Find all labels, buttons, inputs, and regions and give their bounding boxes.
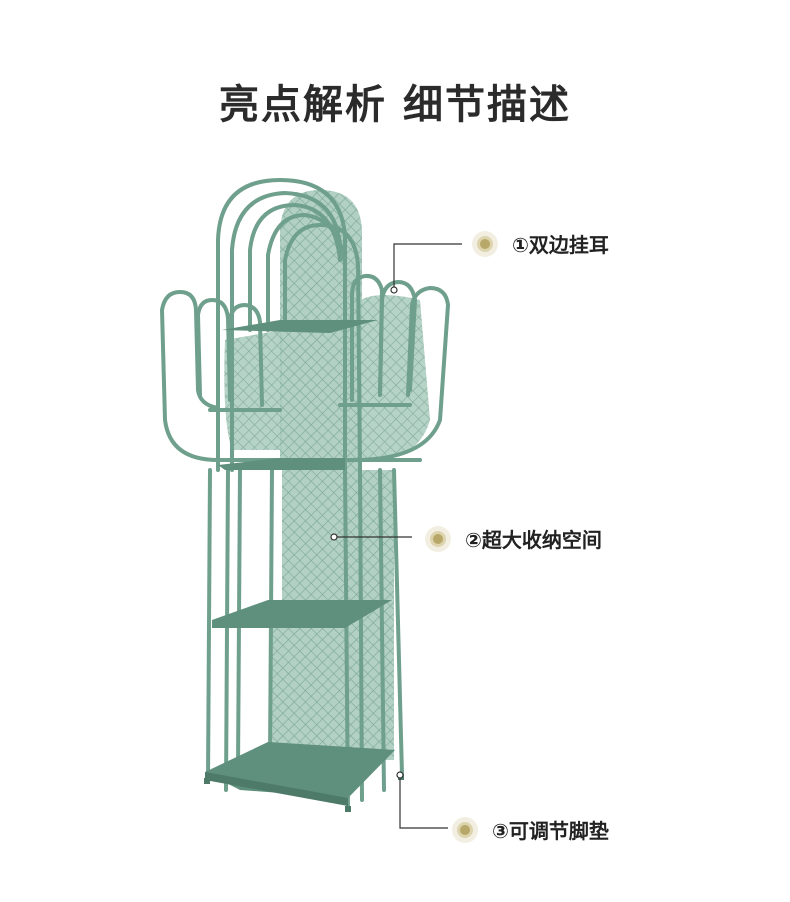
bullet-dot-icon: [452, 816, 478, 843]
top-shelf: [222, 320, 378, 333]
page-title: 亮点解析 细节描述: [219, 82, 571, 128]
back-mesh-panel: [282, 470, 394, 610]
arch-frame: [216, 177, 347, 472]
callout-point: [390, 286, 398, 294]
bullet-dot-icon: [472, 230, 498, 257]
arch-frame: [283, 222, 362, 472]
feature-item: ③可调节脚垫: [452, 815, 609, 844]
mid-shelf: [218, 458, 345, 470]
bullet-dot-icon: [425, 525, 451, 552]
leg-frame: [392, 468, 404, 777]
feature-label: ①双边挂耳: [512, 233, 609, 257]
left-arm-frame: [159, 289, 220, 462]
adjustable-foot: [345, 806, 351, 812]
callout-point: [396, 771, 404, 779]
back-mesh-panel: [272, 610, 394, 760]
left-arm-frame: [195, 297, 232, 397]
leg-frame: [358, 468, 364, 802]
leg-frame: [378, 468, 386, 792]
adjustable-foot: [204, 778, 210, 784]
callout-line-1: [393, 243, 462, 288]
side-mesh-panel-left: [224, 330, 282, 450]
bottom-shelf-front: [205, 772, 348, 806]
right-arm-frame: [343, 285, 451, 463]
arch-frame: [266, 212, 347, 332]
feature-label: ②超大收纳空间: [465, 528, 602, 552]
leg-frame: [206, 468, 212, 782]
left-arm-frame: [228, 302, 264, 407]
callout-point: [330, 533, 338, 541]
right-arm-frame: [336, 403, 422, 462]
feature-label: ③可调节脚垫: [492, 819, 609, 843]
callout-line-3: [399, 775, 448, 829]
leg-frame: [224, 468, 230, 792]
lower-shelf: [212, 600, 392, 628]
feature-item: ②超大收纳空间: [425, 524, 602, 553]
arch-frame: [230, 190, 342, 472]
side-mesh-panel-right: [360, 295, 430, 460]
right-arm-frame: [350, 273, 385, 402]
feature-item: ①双边挂耳: [472, 229, 609, 258]
